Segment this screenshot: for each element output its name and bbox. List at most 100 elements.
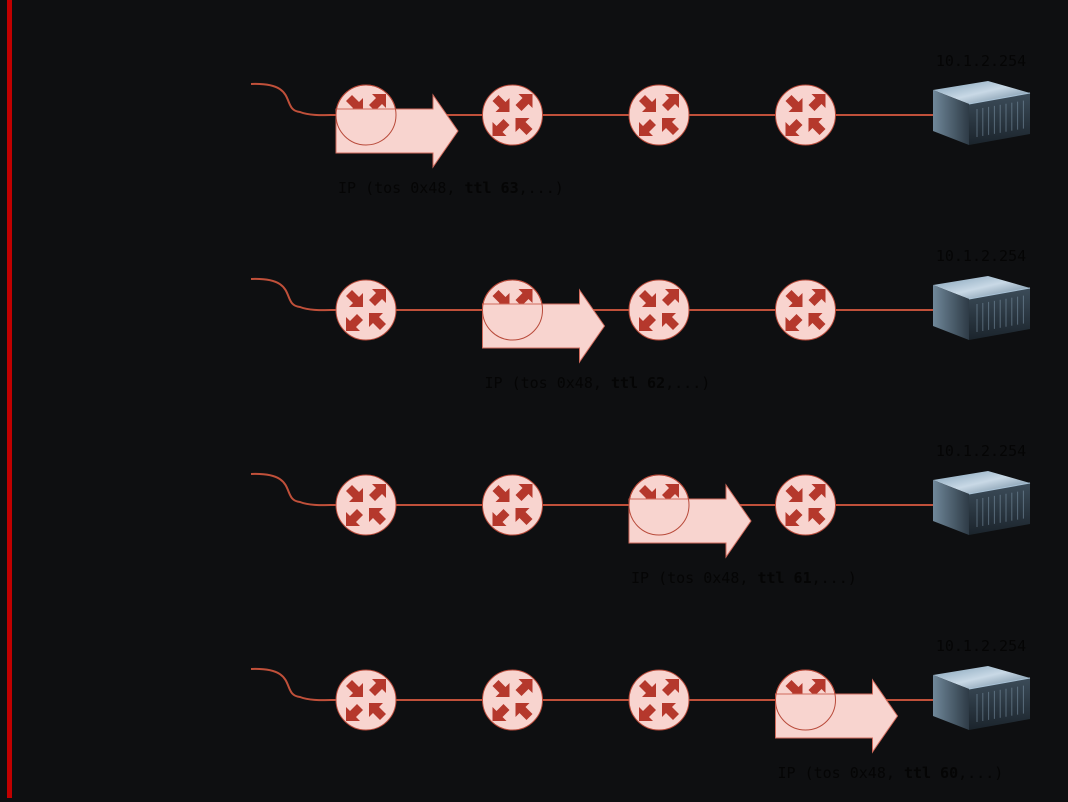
router-arrow-out-sw	[492, 704, 510, 721]
router-body	[775, 84, 836, 146]
router-arrow-out-ne	[662, 289, 679, 306]
router-arrow-out-ne	[808, 484, 826, 501]
packet-label: IP (tos 0x48, ttl 61,...)	[631, 569, 857, 587]
server-top	[933, 81, 1030, 104]
router-arrow-out-sw	[639, 704, 656, 721]
router-icon	[628, 669, 690, 731]
router-arrow-in-nw	[346, 290, 363, 307]
router-arrow-out-ne	[808, 94, 826, 111]
server-edge	[968, 92, 1031, 105]
router-icon	[482, 84, 543, 146]
router-outline-overlay	[335, 84, 397, 146]
router-arrow-out-sw	[492, 119, 510, 136]
router-arrow-out-ne	[515, 679, 533, 696]
router-arrow-in-se	[515, 703, 533, 720]
incoming-link	[250, 472, 337, 507]
packet-label-suffix: ,...)	[958, 764, 1003, 782]
router-arrow-in-se	[369, 508, 386, 525]
trace-row: 10.1.2.254 IP (tos 0x48, ttl 61,...)	[250, 442, 1031, 587]
incoming-link	[250, 82, 337, 117]
server-icon	[933, 81, 1031, 145]
server-side	[933, 480, 969, 535]
server-address-label: 10.1.2.254	[936, 442, 1026, 460]
packet-label-suffix: ,...)	[519, 179, 564, 197]
packet-label-suffix: ,...)	[665, 374, 710, 392]
router-body	[335, 279, 397, 341]
server-edge	[968, 287, 1031, 300]
router-body	[628, 84, 690, 146]
packet-arrow-icon	[775, 678, 899, 754]
router-arrow-out-ne	[369, 679, 386, 696]
router-arrow-in-nw	[492, 680, 510, 697]
router-arrow-in-nw	[785, 485, 803, 502]
packet-label-prefix: IP (tos 0x48,	[485, 374, 611, 392]
router-body	[482, 84, 543, 146]
router-icon	[628, 84, 690, 146]
router-arrow-in-se	[808, 313, 826, 330]
left-accent-bar	[7, 0, 12, 798]
server-edge	[968, 482, 1031, 495]
router-arrow-in-nw	[639, 485, 656, 502]
server-address-label: 10.1.2.254	[936, 247, 1026, 265]
packet-arrow-icon	[335, 93, 459, 169]
router-arrow-in-se	[662, 703, 679, 720]
router-outline-overlay	[775, 669, 836, 731]
router-arrow-out-sw	[785, 314, 803, 331]
router-arrow-out-sw	[492, 509, 510, 526]
router-arrow-in-se	[515, 118, 533, 135]
packet-arrow-icon	[628, 483, 752, 559]
server-icon	[933, 666, 1031, 730]
router-arrow-in-nw	[346, 680, 363, 697]
server-front	[969, 288, 1030, 340]
router-arrow-in-nw	[785, 290, 803, 307]
router-arrow-out-sw	[346, 509, 363, 526]
server-front	[969, 483, 1030, 535]
router-arrow-out-ne	[808, 289, 826, 306]
router-arrow-in-nw	[492, 95, 510, 112]
incoming-link	[250, 667, 337, 702]
router-arrow-in-nw	[785, 680, 803, 697]
router-arrow-in-nw	[639, 95, 656, 112]
server-icon	[933, 276, 1031, 340]
server-side	[933, 675, 969, 730]
router-arrow-in-nw	[785, 95, 803, 112]
server-address-label: 10.1.2.254	[936, 637, 1026, 655]
server-front	[969, 678, 1030, 730]
router-arrow-out-sw	[346, 704, 363, 721]
packet-label-ttl: ttl 63	[464, 179, 518, 197]
packet-label-prefix: IP (tos 0x48,	[338, 179, 464, 197]
router-arrow-out-sw	[346, 314, 363, 331]
packet-label-ttl: ttl 60	[904, 764, 958, 782]
router-body	[482, 474, 543, 536]
router-arrow-in-nw	[346, 95, 363, 112]
router-arrow-in-se	[369, 703, 386, 720]
packet-arrow-icon	[482, 288, 606, 364]
trace-row: 10.1.2.254 IP (tos 0x48, ttl 60,...)	[250, 637, 1031, 782]
server-front	[969, 93, 1030, 145]
server-top	[933, 471, 1030, 494]
server-top	[933, 666, 1030, 689]
router-outline-overlay	[628, 474, 690, 536]
router-arrow-out-ne	[369, 289, 386, 306]
router-body	[628, 669, 690, 731]
packet-label-prefix: IP (tos 0x48,	[778, 764, 904, 782]
server-icon	[933, 471, 1031, 535]
router-icon	[775, 279, 836, 341]
router-arrow-in-nw	[346, 485, 363, 502]
packet-label: IP (tos 0x48, ttl 63,...)	[338, 179, 564, 197]
router-icon	[335, 474, 397, 536]
router-arrow-out-ne	[369, 484, 386, 501]
router-arrow-out-ne	[515, 94, 533, 111]
router-arrow-out-ne	[662, 679, 679, 696]
router-arrow-in-se	[808, 508, 826, 525]
incoming-link	[250, 277, 337, 312]
router-icon	[775, 474, 836, 536]
server-side	[933, 90, 969, 145]
router-arrow-out-ne	[515, 484, 533, 501]
server-top	[933, 276, 1030, 299]
packet-label-prefix: IP (tos 0x48,	[631, 569, 757, 587]
router-icon	[335, 279, 397, 341]
